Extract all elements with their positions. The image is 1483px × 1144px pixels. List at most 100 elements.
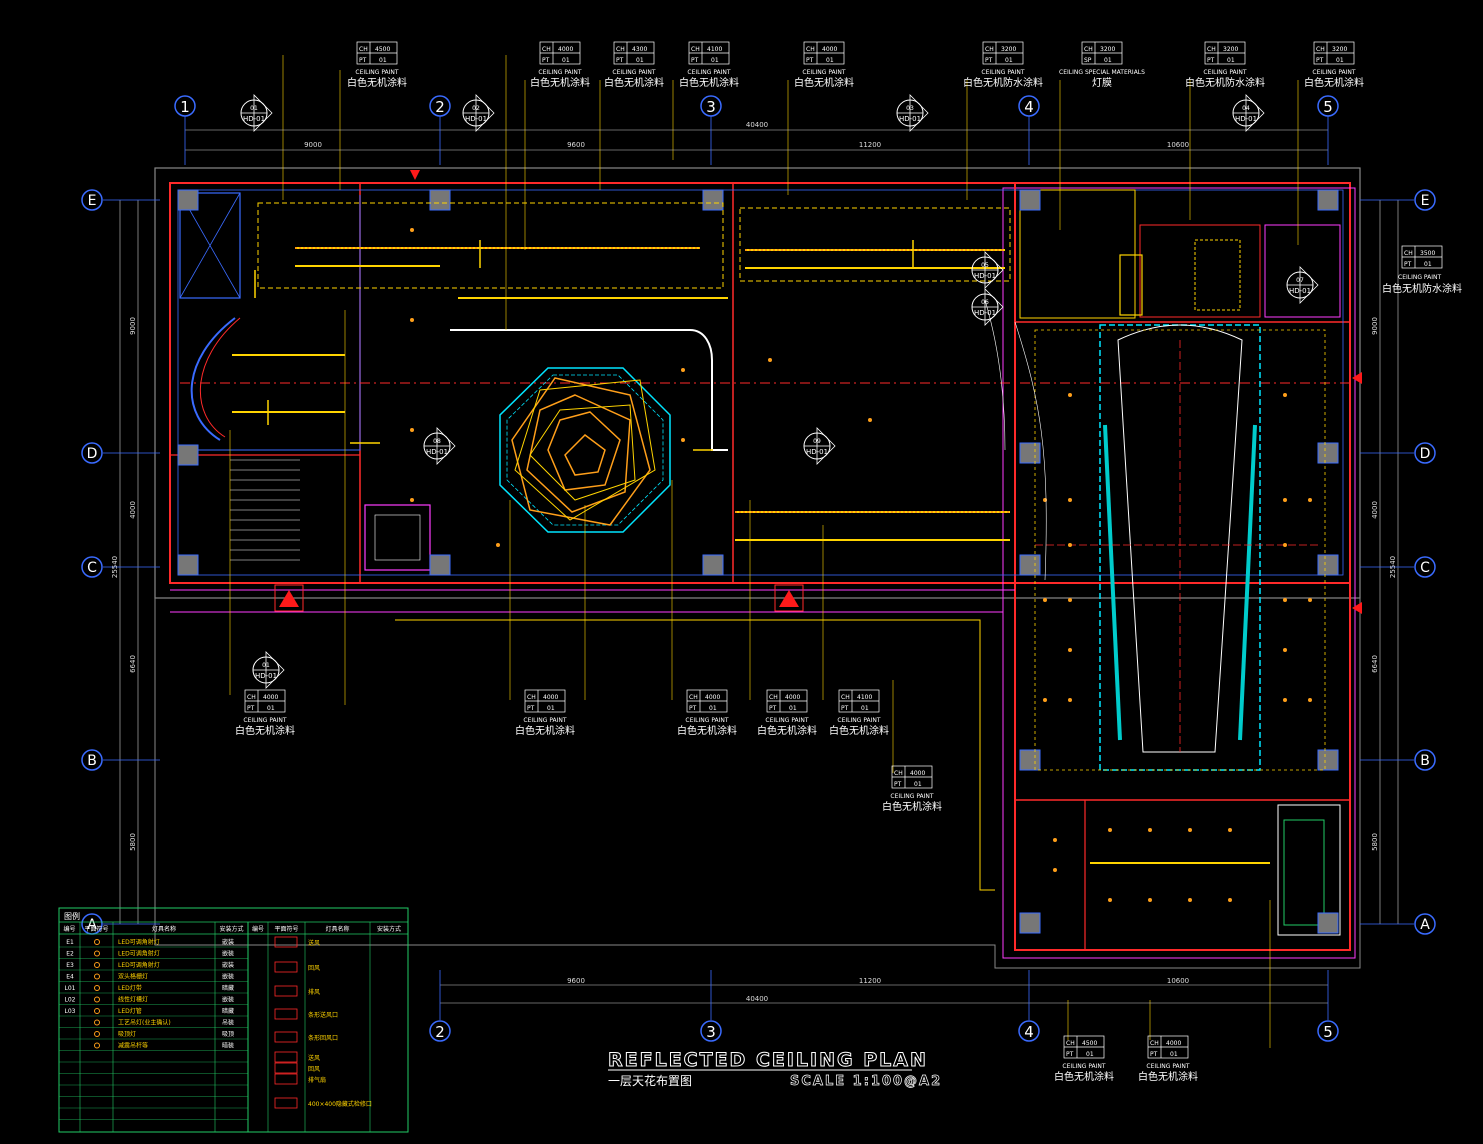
- legend-code: E1: [66, 939, 74, 946]
- ceiling-height-label: CH: [1084, 46, 1093, 53]
- legend-fixture-name: LED灯管: [118, 1007, 142, 1015]
- paint-code-label: PT: [985, 57, 993, 64]
- ceiling-tag-chinese: 白色无机涂料: [882, 800, 942, 813]
- grid-label-right: B: [1420, 753, 1430, 769]
- ceiling-height-label: CH: [1066, 1040, 1075, 1047]
- ceiling-tag-english: CEILING PAINT: [802, 69, 846, 76]
- bottom-dimension: 10600: [1167, 977, 1189, 985]
- legend-fixture-name: 双头格栅灯: [118, 973, 148, 981]
- drawing-title: REFLECTED CEILING PLAN: [608, 1049, 928, 1071]
- legend-code: L02: [65, 997, 76, 1004]
- legend-mount-type: 吸顶: [222, 1031, 234, 1038]
- paint-code-label: PT: [1150, 1051, 1158, 1058]
- grid-label-bottom: 5: [1323, 1023, 1333, 1041]
- legend-symbol: [94, 962, 100, 968]
- ceiling-tag-chinese: 白色无机涂料: [1304, 76, 1364, 89]
- ceiling-tag-chinese: 白色无机涂料: [679, 76, 739, 89]
- legend-code: L03: [65, 1008, 76, 1015]
- paint-code-label: PT: [1316, 57, 1324, 64]
- ceiling-height-value: 4000: [263, 694, 278, 701]
- right-total-dimension: 25540: [1389, 556, 1397, 578]
- legend-fixture-name: LED灯带: [118, 984, 142, 992]
- legend-fixture-name: 送风: [308, 1054, 320, 1062]
- legend-fixture-name: 条形回风口: [308, 1034, 338, 1042]
- ceiling-tag-english: CEILING PAINT: [981, 69, 1025, 76]
- paint-code-label: PT: [689, 705, 697, 712]
- legend-fixture-name: LED可调角射灯: [118, 961, 160, 969]
- grid-label-left: A: [87, 917, 97, 933]
- ceiling-height-label: CH: [691, 46, 700, 53]
- bottom-total-dimension: 40400: [746, 995, 768, 1003]
- paint-code-value: 01: [861, 705, 869, 712]
- grid-label-right: D: [1420, 446, 1431, 462]
- legend-fixture-name: LED可调角射灯: [118, 950, 160, 958]
- ceiling-height-label: CH: [769, 694, 778, 701]
- grid-bubble-right: [1414, 913, 1436, 935]
- paint-code-value: 01: [914, 781, 922, 788]
- grid-bubble-left: [81, 556, 103, 578]
- ceiling-tag-english: CEILING PAINT: [687, 69, 731, 76]
- grid-bubble-left: [81, 442, 103, 464]
- drawing-title-block: REFLECTED CEILING PLAN 一层天花布置图 SCALE 1:1…: [608, 1049, 941, 1090]
- paint-code-label: PT: [1207, 57, 1215, 64]
- paint-code-value: 01: [709, 705, 717, 712]
- ceiling-height-value: 4000: [910, 770, 925, 777]
- grid-label-top: 4: [1024, 98, 1034, 116]
- top-dimension: 9600: [567, 141, 585, 149]
- grid-bubble-bottom: [1317, 1020, 1339, 1042]
- legend-mount-type: 嵌装: [222, 961, 234, 969]
- section-marker-number: 01: [250, 105, 258, 112]
- leader-lines: [229, 55, 1299, 1048]
- ceiling-tag-english: CEILING PAINT: [685, 717, 729, 724]
- legend-mount-type: 暗装: [222, 1042, 234, 1050]
- ceiling-height-value: 3200: [1223, 46, 1238, 53]
- grid-label-top: 1: [180, 98, 190, 116]
- ceiling-tag-chinese: 白色无机涂料: [235, 724, 295, 737]
- grid-label-left: E: [88, 193, 97, 209]
- building-structure: [154, 167, 1362, 969]
- section-marker-number: 02: [472, 105, 480, 112]
- paint-code-value: 01: [1227, 57, 1235, 64]
- grid-bubble-top: [1018, 95, 1040, 117]
- legend-symbol: [274, 1073, 298, 1085]
- section-marker-ref: HD-01: [1289, 287, 1311, 295]
- ceiling-height-value: 3200: [1332, 46, 1347, 53]
- paint-code-value: 01: [1104, 57, 1112, 64]
- paint-code-value: 01: [789, 705, 797, 712]
- right-dimension: 6640: [1371, 655, 1379, 673]
- paint-code-label: PT: [894, 781, 902, 788]
- ceiling-tag-english: CEILING PAINT: [523, 717, 567, 724]
- legend-header: 编号: [252, 925, 264, 933]
- section-marker-ref: HD-01: [1235, 115, 1257, 123]
- ceiling-tag-chinese: 白色无机涂料: [757, 724, 817, 737]
- section-marker-number: 05: [981, 262, 989, 269]
- grid-label-right: E: [1421, 193, 1430, 209]
- grid-bubble-right: [1414, 556, 1436, 578]
- paint-code-value: 01: [1005, 57, 1013, 64]
- legend-symbol: [94, 950, 100, 957]
- legend-mount-type: 嵌装: [222, 938, 234, 946]
- legend-symbol: [94, 985, 100, 991]
- paint-code-label: PT: [691, 57, 699, 64]
- legend-mount-type: 嵌装: [222, 973, 234, 981]
- right-dimension: 5800: [1371, 833, 1379, 851]
- grid-label-bottom: 3: [706, 1023, 716, 1041]
- ceiling-tag-english: CEILING PAINT: [355, 69, 399, 76]
- legend-title: 图例: [64, 911, 80, 921]
- ceiling-height-value: 4500: [1082, 1040, 1097, 1047]
- ceiling-height-label: CH: [1207, 46, 1216, 53]
